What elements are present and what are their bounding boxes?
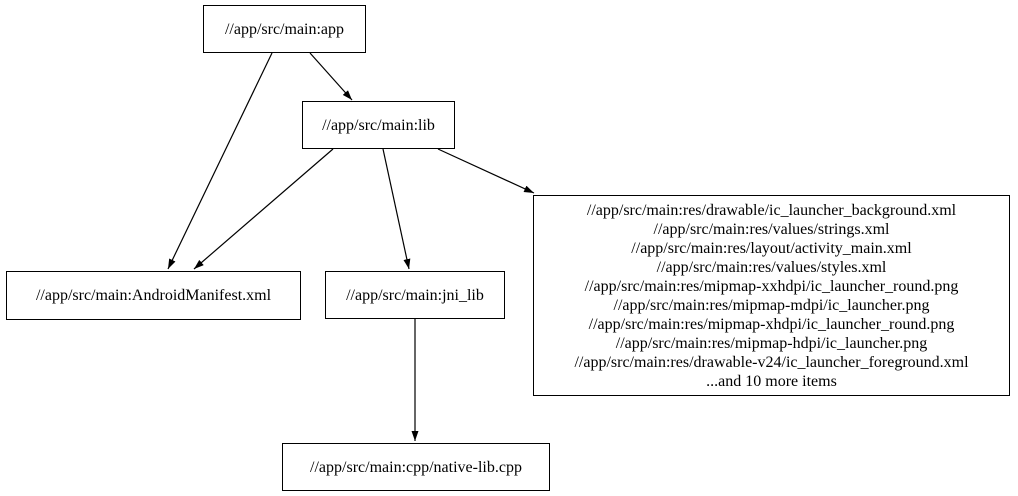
edge-lib-to-manifest — [193, 148, 334, 270]
res-line: //app/src/main:res/mipmap-mdpi/ic_launch… — [613, 296, 930, 314]
res-line: //app/src/main:res/mipmap-xxhdpi/ic_laun… — [584, 277, 959, 295]
res-more-items: ...and 10 more items — [706, 372, 837, 390]
node-app-label: //app/src/main:app — [224, 20, 345, 38]
res-line: //app/src/main:res/values/strings.xml — [653, 220, 890, 238]
res-line: //app/src/main:res/mipmap-xhdpi/ic_launc… — [588, 315, 955, 333]
node-lib: //app/src/main:lib — [302, 101, 455, 149]
node-android-manifest: //app/src/main:AndroidManifest.xml — [6, 271, 301, 320]
node-app: //app/src/main:app — [203, 5, 366, 53]
edge-app-to-lib — [309, 52, 353, 101]
edge-lib-to-jni-lib — [382, 148, 411, 270]
node-jni-lib-label: //app/src/main:jni_lib — [346, 286, 484, 304]
node-res-group: //app/src/main:res/drawable/ic_launcher_… — [533, 195, 1010, 396]
node-native-lib-cpp: //app/src/main:cpp/native-lib.cpp — [282, 443, 550, 491]
edge-lib-to-res-group — [437, 148, 535, 194]
node-native-lib-cpp-label: //app/src/main:cpp/native-lib.cpp — [310, 458, 522, 476]
res-line: //app/src/main:res/drawable-v24/ic_launc… — [574, 353, 969, 371]
node-android-manifest-label: //app/src/main:AndroidManifest.xml — [35, 287, 272, 304]
edge-app-to-manifest — [167, 52, 273, 270]
res-line: //app/src/main:res/layout/activity_main.… — [631, 239, 912, 257]
node-lib-label: //app/src/main:lib — [322, 116, 435, 134]
node-jni-lib: //app/src/main:jni_lib — [325, 271, 505, 319]
res-line: //app/src/main:res/values/styles.xml — [656, 258, 887, 276]
res-line: //app/src/main:res/drawable/ic_launcher_… — [586, 201, 957, 219]
res-line: //app/src/main:res/mipmap-hdpi/ic_launch… — [615, 334, 928, 352]
